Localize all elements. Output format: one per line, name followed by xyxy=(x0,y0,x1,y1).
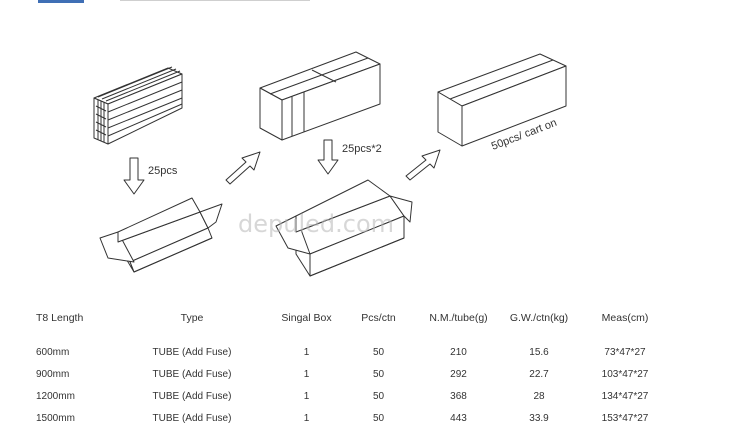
cell-pcs-ctn: 50 xyxy=(372,346,385,358)
cell-nm-tube: 368 xyxy=(450,390,467,402)
cell-pcs-ctn: 50 xyxy=(372,412,385,424)
cell-singal-box: 1 xyxy=(303,390,310,402)
cell-gw-ctn: 28 xyxy=(533,390,545,402)
packing-illustration: 25pcs 25pcs*2 xyxy=(93,51,567,277)
cell-singal-box: 1 xyxy=(303,412,310,424)
cell-pcs-ctn: 50 xyxy=(372,390,385,402)
packing-spec-table: T8 Length Type Singal Box Pcs/ctn N.M./t… xyxy=(36,305,675,429)
cell-type: TUBE (Add Fuse) xyxy=(152,390,232,402)
open-box-small xyxy=(99,197,223,273)
final-carton xyxy=(437,53,567,147)
watermark-text: depuled.com xyxy=(238,210,394,238)
table-row: 900mm TUBE (Add Fuse) 1 50 292 22.7 103*… xyxy=(36,363,675,385)
header-nm-tube: N.M./tube(g) xyxy=(429,312,488,324)
tube-bundle xyxy=(93,66,183,145)
cell-length: 1500mm xyxy=(36,412,75,424)
arrow-up-right-icon-2 xyxy=(405,149,441,181)
header-singal-box: Singal Box xyxy=(281,312,332,324)
arrow-down-icon xyxy=(123,157,145,195)
step2-label: 25pcs*2 xyxy=(342,143,382,155)
arrow-down-icon-2 xyxy=(317,139,339,175)
top-accent-bar xyxy=(38,0,84,3)
cell-singal-box: 1 xyxy=(303,346,310,358)
cell-nm-tube: 443 xyxy=(450,412,467,424)
cell-gw-ctn: 22.7 xyxy=(529,368,549,380)
cell-singal-box: 1 xyxy=(303,368,310,380)
cell-length: 1200mm xyxy=(36,390,75,402)
cell-meas: 73*47*27 xyxy=(604,346,646,358)
cell-gw-ctn: 33.9 xyxy=(529,412,549,424)
header-meas: Meas(cm) xyxy=(601,312,649,324)
step1-label: 25pcs xyxy=(148,165,178,177)
cell-pcs-ctn: 50 xyxy=(372,368,385,380)
cell-nm-tube: 210 xyxy=(450,346,467,358)
header-pcs-ctn: Pcs/ctn xyxy=(361,312,396,324)
cell-nm-tube: 292 xyxy=(450,368,467,380)
table-row: 1500mm TUBE (Add Fuse) 1 50 443 33.9 153… xyxy=(36,407,675,429)
arrow-up-right-icon xyxy=(225,151,261,185)
cell-type: TUBE (Add Fuse) xyxy=(152,412,232,424)
cell-gw-ctn: 15.6 xyxy=(529,346,549,358)
header-t8-length: T8 Length xyxy=(36,312,84,324)
cell-meas: 103*47*27 xyxy=(601,368,649,380)
header-gw-ctn: G.W./ctn(kg) xyxy=(509,312,569,324)
table-header-row: T8 Length Type Singal Box Pcs/ctn N.M./t… xyxy=(36,305,675,331)
open-box-large xyxy=(275,179,413,277)
header-type: Type xyxy=(180,312,204,324)
table-row: 600mm TUBE (Add Fuse) 1 50 210 15.6 73*4… xyxy=(36,341,675,363)
closed-box-two-units xyxy=(259,51,381,141)
cell-meas: 134*47*27 xyxy=(601,390,649,402)
cell-length: 900mm xyxy=(36,368,70,380)
table-row: 1200mm TUBE (Add Fuse) 1 50 368 28 134*4… xyxy=(36,385,675,407)
cell-type: TUBE (Add Fuse) xyxy=(152,368,232,380)
cell-meas: 153*47*27 xyxy=(601,412,649,424)
cell-length: 600mm xyxy=(36,346,70,358)
cell-type: TUBE (Add Fuse) xyxy=(152,346,232,358)
top-rule xyxy=(120,0,310,1)
